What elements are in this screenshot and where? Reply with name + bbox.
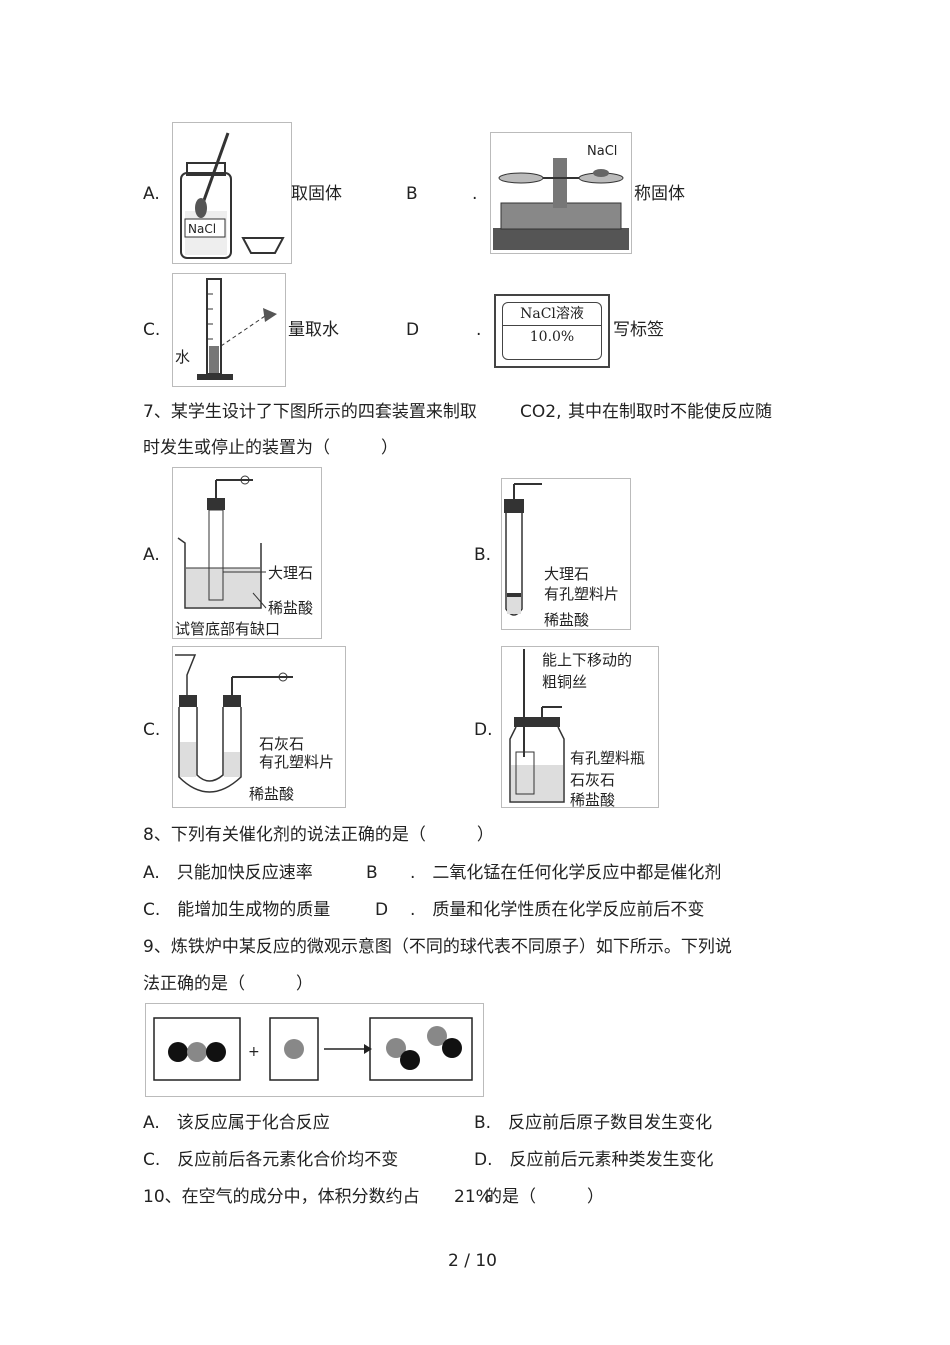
- balance-illustration: NaCl: [493, 144, 629, 250]
- q6-option-d-dot: .: [476, 320, 482, 340]
- q8-option-b-letter[interactable]: B: [366, 863, 378, 883]
- q7-stem-co2: CO2,: [520, 402, 562, 422]
- u-tube-apparatus: 石灰石 有孔塑料片 稀盐酸: [175, 654, 334, 803]
- limestone-label: 石灰石: [259, 735, 304, 753]
- hcl-label: 稀盐酸: [268, 599, 313, 617]
- tube-note-label: 试管底部有缺口: [175, 620, 280, 638]
- plate-label: 有孔塑料片: [259, 753, 334, 771]
- q7-option-d-letter: D.: [474, 720, 493, 740]
- q9-option-a[interactable]: A. 该反应属于化合反应: [143, 1113, 330, 1133]
- q6-option-d-text: 写标签: [613, 320, 664, 340]
- spoon-jar-illustration: NaCl: [180, 132, 285, 259]
- q9-stem-line2: 法正确的是（ ）: [143, 974, 313, 994]
- jar-label: NaCl: [188, 222, 216, 236]
- q8-stem: 8、下列有关催化剂的说法正确的是（ ）: [143, 825, 494, 845]
- q9-option-b[interactable]: B. 反应前后原子数目发生变化: [474, 1113, 713, 1133]
- test-tube-apparatus: 大理石 有孔塑料片 稀盐酸: [504, 483, 619, 629]
- q6-option-d-letter: D: [406, 320, 420, 340]
- q6-figure-b: NaCl: [490, 132, 632, 254]
- graduated-cylinder-illustration: 水: [175, 278, 277, 380]
- bottle-apparatus: 能上下移动的 粗铜丝 有孔塑料瓶 石灰石 稀盐酸: [509, 649, 645, 809]
- q8-option-d-letter[interactable]: D: [375, 900, 389, 920]
- marble-label: 大理石: [268, 564, 313, 582]
- q6-option-b-dot: .: [472, 184, 478, 204]
- q9-option-d[interactable]: D. 反应前后元素种类发生变化: [474, 1150, 714, 1170]
- q8-option-c[interactable]: C. 能增加生成物的质量: [143, 900, 331, 920]
- q6-option-b-letter: B: [406, 184, 418, 204]
- q8-option-b[interactable]: . 二氧化锰在任何化学反应中都是催化剂: [410, 863, 722, 883]
- q10-stem-part1: 10、在空气的成分中，体积分数约占: [143, 1187, 420, 1207]
- marble-label: 大理石: [544, 565, 589, 583]
- page-number: 2 / 10: [448, 1251, 497, 1271]
- q7-figure-d: 能上下移动的 粗铜丝 有孔塑料瓶 石灰石 稀盐酸: [501, 646, 659, 809]
- wire-label-1: 能上下移动的: [542, 651, 632, 669]
- q6-option-b-text: 称固体: [634, 184, 685, 204]
- molecule-diagram: +: [153, 1017, 473, 1081]
- q9-stem-line1: 9、炼铁炉中某反应的微观示意图（不同的球代表不同原子）如下所示。下列说: [143, 937, 732, 957]
- q7-stem-part1: 7、某学生设计了下图所示的四套装置来制取: [143, 402, 477, 422]
- wire-label-2: 粗铜丝: [542, 673, 587, 691]
- q10-stem-part2: 的是（ ）: [485, 1187, 604, 1207]
- q7-option-a-letter: A.: [143, 545, 160, 565]
- q7-figure-b: 大理石 有孔塑料片 稀盐酸: [501, 478, 631, 630]
- water-label: 水: [175, 348, 190, 366]
- q6-figure-d: NaCl溶液 10.0%: [494, 294, 610, 368]
- q7-option-c-letter: C.: [143, 720, 161, 740]
- q6-figure-a: NaCl: [172, 122, 292, 264]
- q7-option-b-letter: B.: [474, 545, 492, 565]
- hcl-label: 稀盐酸: [249, 785, 294, 803]
- q8-option-d[interactable]: . 质量和化学性质在化学反应前后不变: [410, 900, 705, 920]
- q7-stem-part2: 其中在制取时不能使反应随: [568, 402, 772, 422]
- limestone-label: 石灰石: [570, 771, 615, 789]
- hcl-label: 稀盐酸: [544, 611, 589, 629]
- q10-stem-percent: 21%: [454, 1187, 492, 1207]
- q7-figure-a: 大理石 稀盐酸 试管底部有缺口: [172, 467, 322, 639]
- hcl-label: 稀盐酸: [570, 791, 615, 807]
- label-line-1: NaCl溶液: [503, 303, 601, 326]
- q7-stem-line2: 时发生或停止的装置为（ ）: [143, 438, 398, 458]
- q8-option-a[interactable]: A. 只能加快反应速率: [143, 863, 313, 883]
- plus-sign: +: [248, 1044, 260, 1060]
- q6-option-c-letter: C.: [143, 320, 161, 340]
- balance-label: NaCl: [587, 144, 617, 159]
- plate-label: 有孔塑料片: [544, 585, 619, 603]
- label-line-2: 10.0%: [529, 329, 575, 345]
- q6-option-a-text: 取固体: [291, 184, 342, 204]
- q9-reaction-diagram: +: [145, 1003, 484, 1097]
- bottle-label: 有孔塑料瓶: [570, 749, 645, 767]
- beaker-apparatus: 大理石 稀盐酸 试管底部有缺口: [175, 475, 313, 638]
- q6-option-c-text: 量取水: [288, 320, 339, 340]
- q7-figure-c: 石灰石 有孔塑料片 稀盐酸: [172, 646, 346, 808]
- q6-figure-c: 水: [172, 273, 286, 387]
- q6-option-a-letter: A.: [143, 184, 160, 204]
- q9-option-c[interactable]: C. 反应前后各元素化合价均不变: [143, 1150, 399, 1170]
